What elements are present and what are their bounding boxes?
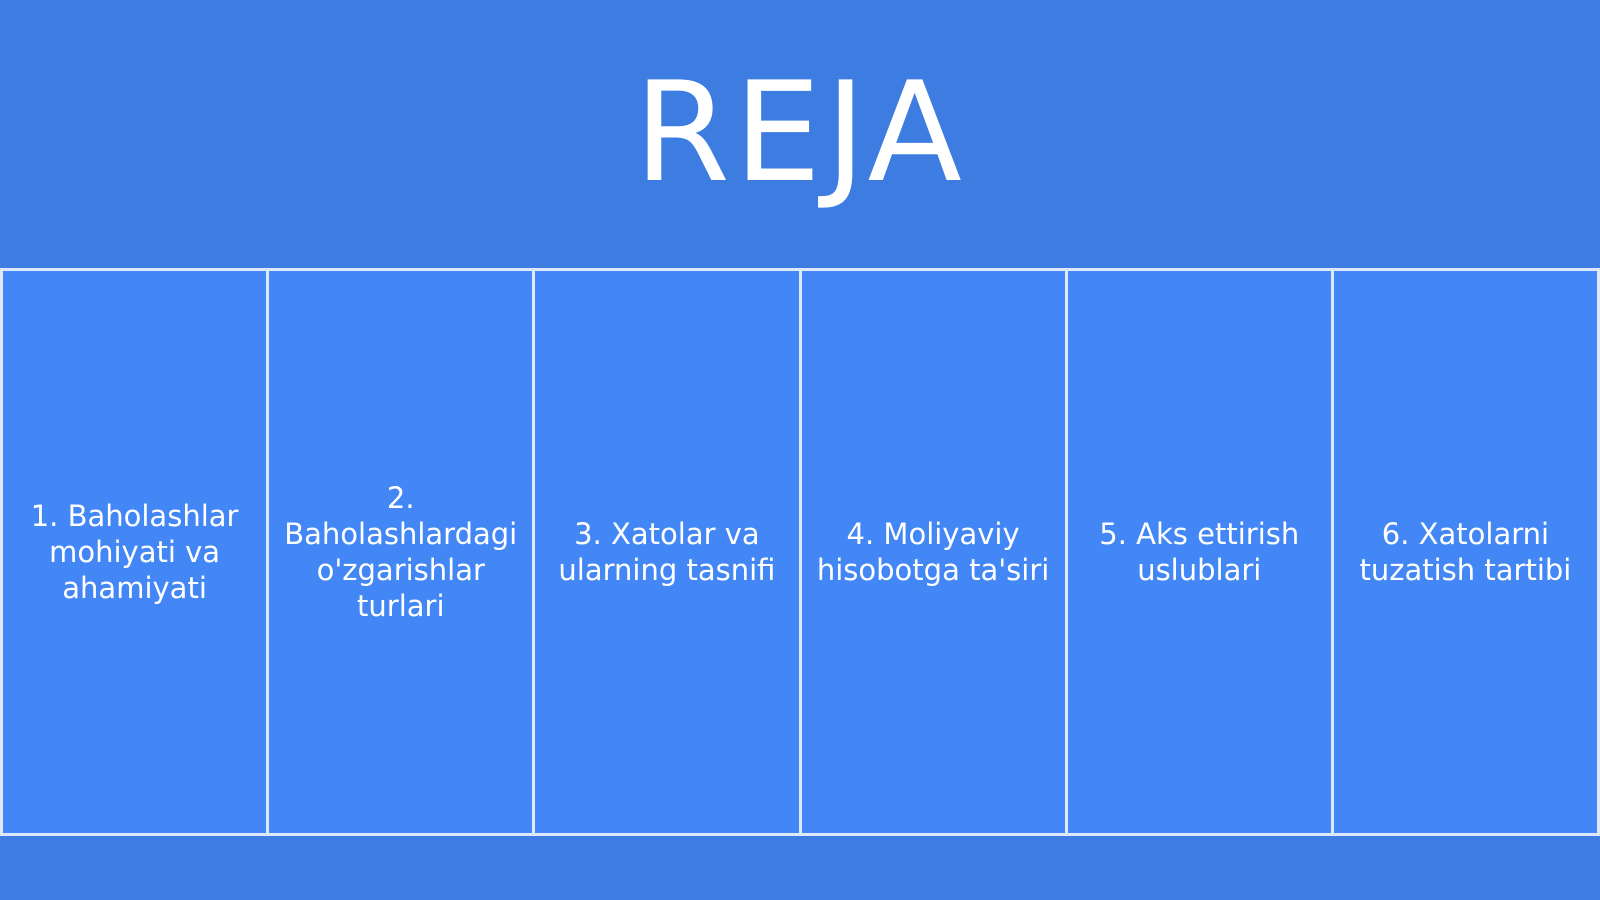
plan-item-5: 5. Aks ettirish uslublari: [1067, 271, 1331, 833]
plan-item-4: 4. Moliyaviy hisobotga ta'siri: [801, 271, 1065, 833]
plan-item-2: 2. Baholashlardagi o'zgarishlar turlari: [269, 271, 533, 833]
plan-item-label: 2. Baholashlardagi o'zgarishlar turlari: [284, 481, 518, 623]
plan-item-label: 1. Baholashlar mohiyati va ahamiyati: [30, 499, 239, 605]
slide-title: REJA: [634, 52, 966, 213]
plan-item-label: 5. Aks ettirish uslublari: [1099, 517, 1300, 587]
plan-table: 1. Baholashlar mohiyati va ahamiyati 2. …: [0, 268, 1600, 836]
plan-item-6: 6. Xatolarni tuzatish tartibi: [1333, 271, 1598, 833]
plan-item-label: 4. Moliyaviy hisobotga ta'siri: [816, 517, 1050, 587]
plan-item-label: 6. Xatolarni tuzatish tartibi: [1359, 517, 1572, 587]
plan-item-label: 3. Xatolar va ularning tasnifi: [558, 517, 776, 587]
plan-item-3: 3. Xatolar va ularning tasnifi: [535, 271, 799, 833]
plan-item-1: 1. Baholashlar mohiyati va ahamiyati: [3, 271, 267, 833]
